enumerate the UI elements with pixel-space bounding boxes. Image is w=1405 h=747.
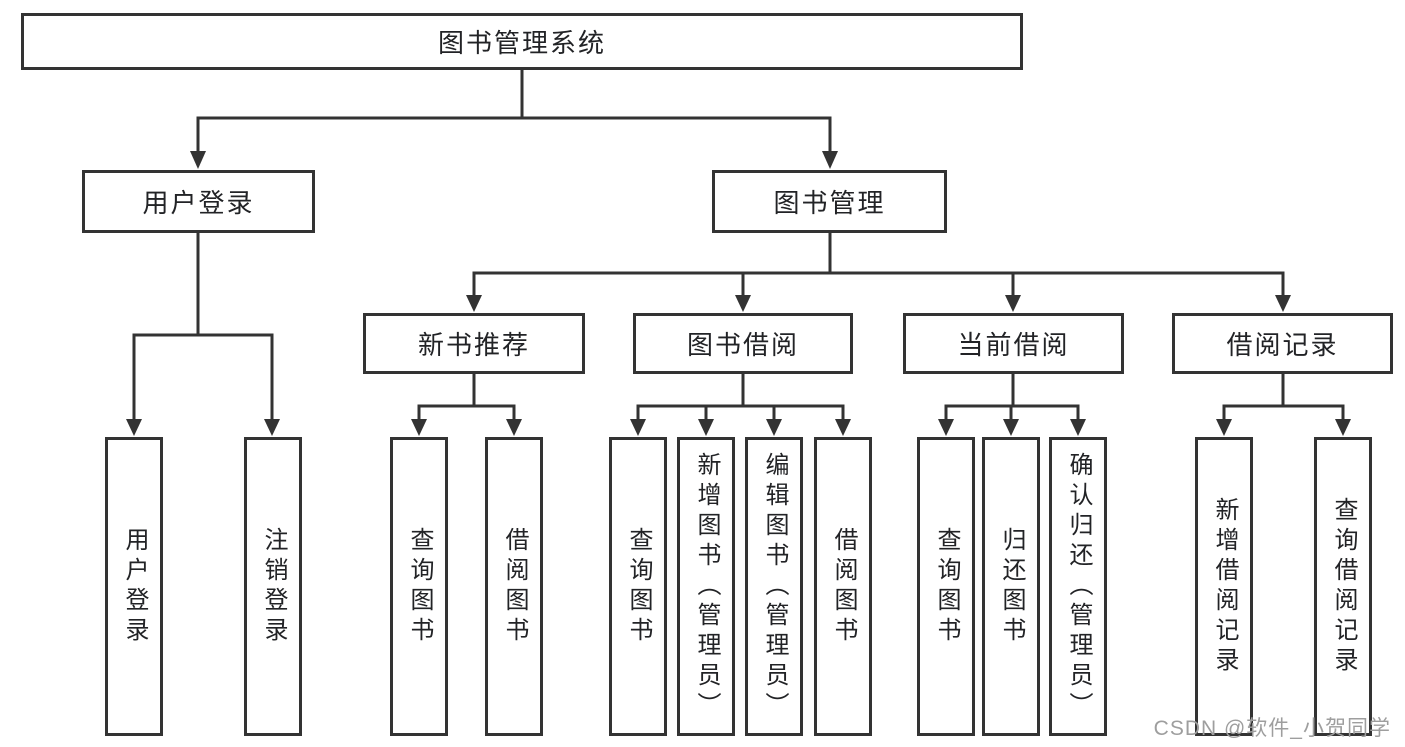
leaf-borrow-query-books: 查询图书	[609, 437, 667, 736]
leaf-return-book: 归还图书	[982, 437, 1040, 736]
leaf-edit-book-admin: 编辑图书（管理员）	[745, 437, 803, 736]
node-book-management: 图书管理	[712, 170, 947, 233]
leaf-confirm-return-admin: 确认归还（管理员）	[1049, 437, 1107, 736]
leaf-add-borrow-record: 新增借阅记录	[1195, 437, 1253, 736]
leaf-query-borrow-record: 查询借阅记录	[1314, 437, 1372, 736]
leaf-recommend-borrow-books: 借阅图书	[485, 437, 543, 736]
node-borrow-records: 借阅记录	[1172, 313, 1393, 374]
csdn-watermark: CSDN @软件_小贺同学	[1153, 717, 1391, 740]
node-user-login: 用户登录	[82, 170, 315, 233]
node-root-library-system: 图书管理系统	[21, 13, 1023, 70]
leaf-current-query-books: 查询图书	[917, 437, 975, 736]
leaf-logout: 注销登录	[244, 437, 302, 736]
node-book-borrow: 图书借阅	[633, 313, 853, 374]
node-current-borrow: 当前借阅	[903, 313, 1124, 374]
leaf-recommend-query-books: 查询图书	[390, 437, 448, 736]
leaf-borrow-book: 借阅图书	[814, 437, 872, 736]
leaf-user-login: 用户登录	[105, 437, 163, 736]
node-new-book-recommend: 新书推荐	[363, 313, 585, 374]
leaf-add-book-admin: 新增图书（管理员）	[677, 437, 735, 736]
